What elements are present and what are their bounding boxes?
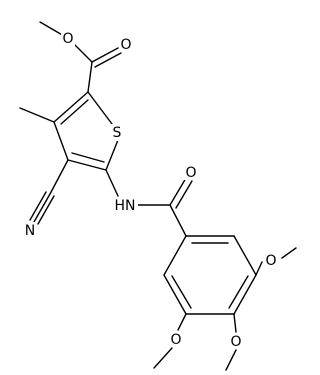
atom-o-meo-mid: O [229,333,243,350]
bond-ar3-o-top [255,261,263,276]
bond-c3-c4 [53,121,69,161]
atom-o-amide-text: O [185,165,196,181]
atom-n-nitrile: N [23,222,37,239]
atom-nh-amide-text: HN [115,198,136,214]
bond-ar4-o-mid [233,313,237,333]
bond-o-mid-methyl [225,349,237,371]
atom-o-meo-top-text: O [265,253,276,269]
bond-ar5-o-left [177,313,187,331]
bond-nitrile-1 [33,193,51,223]
bond-nitrile-2 [29,191,47,221]
bond-amide-co-2 [175,180,193,209]
bond-c2-c3-1 [67,159,107,171]
atom-s-ring: S [110,124,124,141]
atom-o-amide: O [184,164,198,181]
bond-c3-cn [49,159,69,195]
atom-o-ester-single: O [61,30,75,47]
atom-nh-amide: HN [113,197,138,214]
bond-c5-s [87,91,113,125]
bond-c4-methyl [19,107,55,123]
bond-c4-c5-1 [53,91,89,123]
bond-methyl-o-ester [39,21,65,37]
bond-nitrile-3 [37,195,55,225]
bond-o-ester-carbonyl [71,41,93,63]
bond-c2-nh [105,169,119,197]
bond-ar5-ar6-inner [171,275,192,309]
atom-s-ring-text: S [113,125,122,141]
atom-o-meo-left: O [169,331,183,348]
bond-o-top-methyl [281,247,297,259]
atom-o-ester-carbonyl: O [119,36,133,53]
atom-o-meo-mid-text: O [230,334,241,350]
bond-ar3-ar4-inner [228,275,249,309]
molecule-diagram: O O S N HN O O O O [19,21,297,371]
atom-o-ester-carbonyl-text: O [120,37,131,53]
bond-c2-c3-2 [71,152,105,163]
bond-carbonyl-ring [169,204,187,237]
bond-ar3-ar4 [233,274,257,315]
bond-carbonyl-c5 [87,61,93,93]
bond-carbonyl-o-2 [94,52,122,68]
bond-ar5-ar6 [163,274,187,315]
atom-n-nitrile-text: N [25,223,35,239]
bond-amide-co-1 [169,177,187,206]
bond-c4-c5-2 [60,99,89,125]
bond-s-c2 [105,139,119,171]
atom-o-meo-top: O [264,252,278,269]
bond-o-left-methyl [153,347,173,369]
bond-ar2-ar3 [233,235,257,276]
structure-svg: O O S N HN O O O O [19,21,297,371]
atom-o-ester-single-text: O [62,31,73,47]
bond-ar6-ar1 [163,235,187,276]
bond-carbonyl-o-1 [91,47,119,63]
atom-o-meo-left-text: O [170,332,181,348]
